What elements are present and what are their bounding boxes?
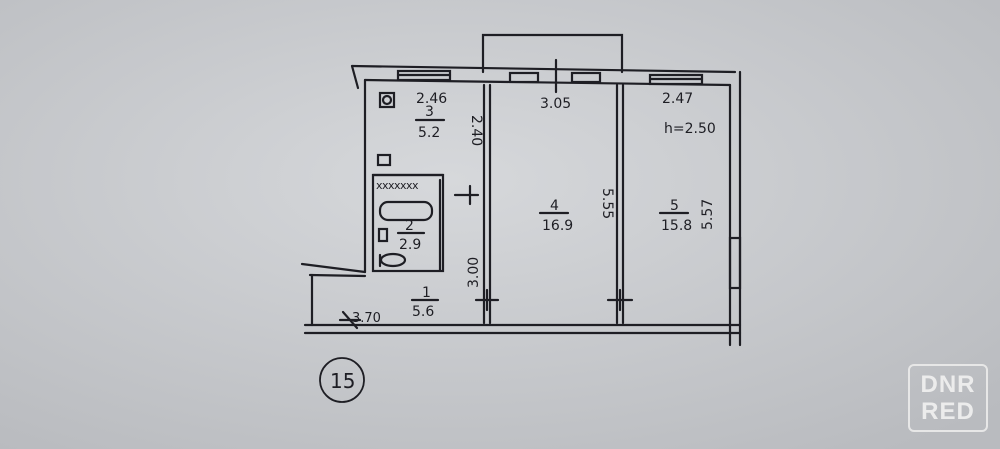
- dimension-labels: 2.46 3.05 2.47 h=2.50 2.40 5.55 5.57 3.0…: [352, 91, 716, 326]
- window-room5-side: [728, 236, 742, 290]
- room-labels: 3 5.2 2 2.9 1 5.6 4 16.9 5 15.8 15: [330, 104, 692, 393]
- balcony-outline: [481, 33, 624, 74]
- walls: [300, 33, 742, 403]
- room-3-area: 5.2: [418, 125, 440, 141]
- room-2-number: 2: [405, 218, 414, 234]
- watermark-line-2: RED: [921, 398, 975, 425]
- watermark-logo: DNR RED: [908, 364, 988, 432]
- dim-room5-depth: 5.57: [700, 199, 716, 230]
- room-5-area: 15.8: [661, 218, 692, 234]
- outer-wall-top: [350, 64, 737, 74]
- dim-hall-depth: 3.00: [466, 257, 482, 288]
- stove-icon: [378, 91, 396, 109]
- plan-number-circle: [319, 357, 365, 403]
- room-1-area: 5.6: [412, 304, 434, 320]
- plan-number: 15: [330, 369, 355, 393]
- room-3-number: 3: [425, 104, 434, 120]
- dim-room5-width: 2.47: [662, 91, 693, 107]
- washbasin-icon: [377, 227, 389, 243]
- dim-room4-depth: 5.55: [599, 188, 615, 219]
- room-5-number: 5: [670, 198, 679, 214]
- room-4-number: 4: [550, 198, 559, 214]
- room-1-number: 1: [422, 285, 431, 301]
- room-4-area: 16.9: [542, 218, 573, 234]
- sink-icon: [376, 153, 392, 167]
- ceiling-height: h=2.50: [664, 121, 716, 137]
- dim-kitchen-depth: 2.40: [468, 115, 484, 146]
- dim-kitchen-width: 2.46: [416, 91, 447, 107]
- dim-room4-width: 3.05: [540, 96, 571, 112]
- bathtub-icon: [378, 200, 434, 222]
- ventilation-marks: xxxxxxx: [376, 179, 419, 192]
- watermark-line-1: DNR: [920, 371, 976, 398]
- window-room4: [508, 71, 540, 84]
- dim-hall-length: 3.70: [352, 311, 381, 326]
- room-2-area: 2.9: [399, 237, 421, 253]
